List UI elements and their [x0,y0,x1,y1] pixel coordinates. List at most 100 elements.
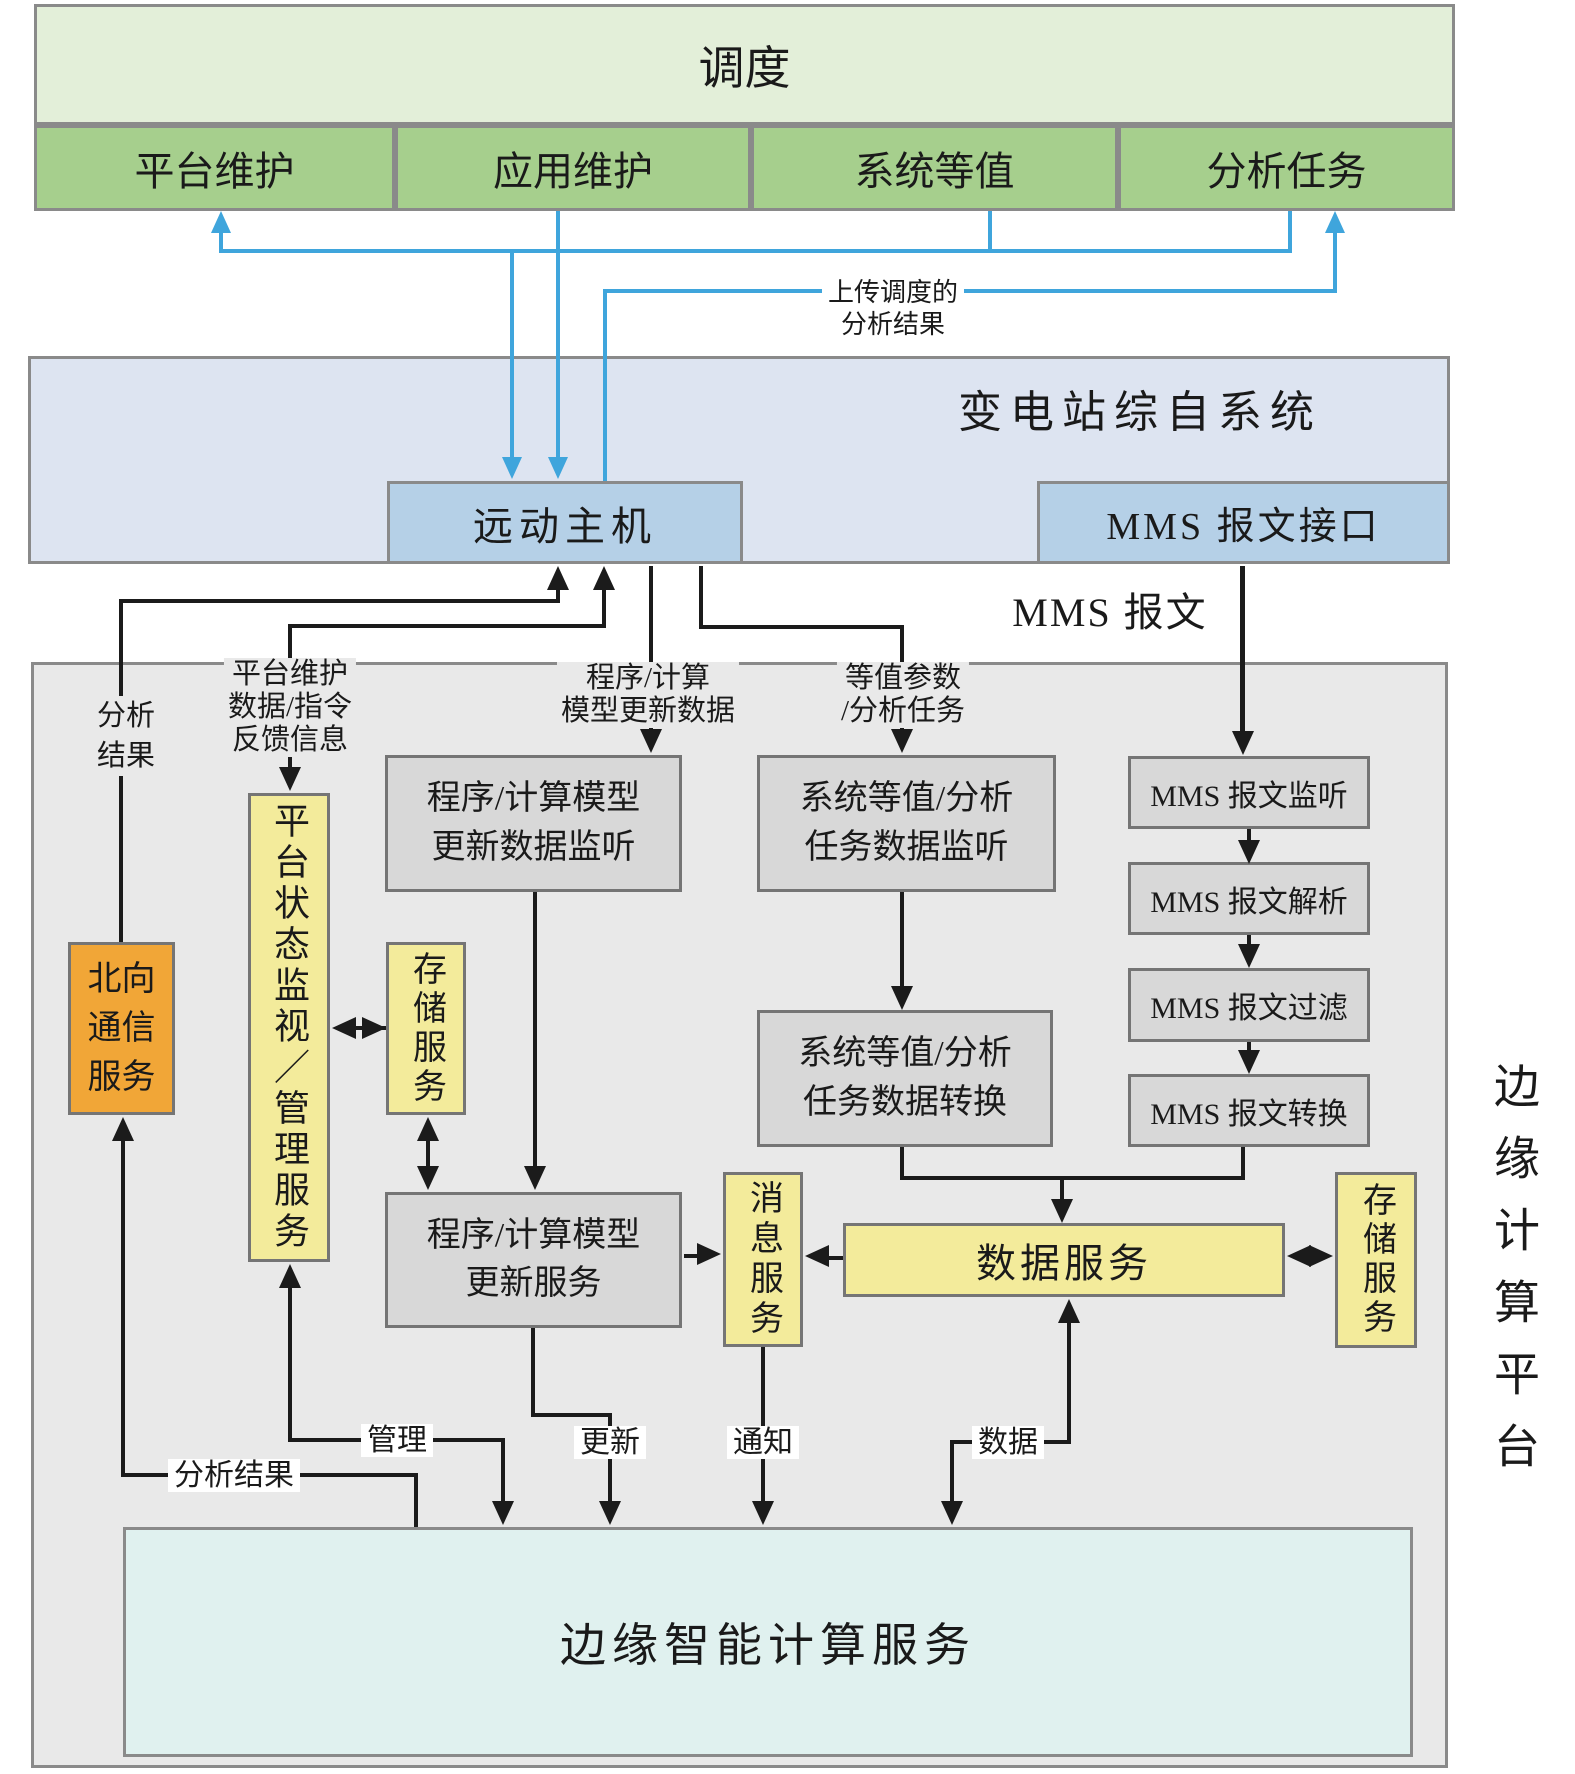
module-storage-service-right: 存储服务 [1335,1172,1417,1348]
connector-equiv-param [699,625,904,629]
arrowhead-into-data-service-top [1051,1199,1073,1223]
label-line: 分析 [96,700,156,732]
module-equiv-task-listener: 系统等值/分析 任务数据监听 [757,755,1056,892]
module-program-update-service: 程序/计算模型 更新服务 [385,1192,682,1328]
label-line: 平台维护 [231,658,348,690]
label-data: 数据 [972,1426,1044,1459]
connector-analysis-up [119,599,560,603]
connector-data-message [825,1256,845,1260]
arrowhead-into-edge-compute [599,1501,621,1525]
arrowhead-into-remote-host [548,457,568,479]
connector-analysis-result [121,1139,125,1477]
connector-storage-program [426,1139,430,1168]
connector-merge [1241,1146,1245,1180]
dispatch-cell-platform-maintenance: 平台维护 [34,125,395,211]
dispatch-cell-analysis-task: 分析任务 [1118,125,1455,211]
connector-blue-upload [603,289,607,483]
dispatch-box: 调度 [34,4,1455,125]
module-label: 边缘智能计算服务 [560,1620,976,1671]
connector-platform-fb [288,624,606,628]
arrowhead-into-data-service-right [1287,1245,1311,1267]
mms-interface-label: MMS 报文接口 [1106,506,1381,548]
label-mms-message: MMS 报文 [1012,593,1207,633]
connector-mms-message [1240,566,1245,732]
module-label: 消息服务 [744,1179,782,1340]
dispatch-cell-app-maintenance: 应用维护 [395,125,751,211]
arrowhead-into-mms-filter [1238,944,1260,968]
arrowhead-into-platform-monitor [279,767,301,791]
label-update: 更新 [574,1426,646,1459]
arrowhead-into-north-comm-bottom [112,1117,134,1141]
connector-mms-chain [1247,829,1251,841]
label-line: 数据/指令 [227,691,353,723]
arrowhead-into-platform-monitor-right [332,1017,356,1039]
module-label: 系统等值/分析 [799,780,1014,818]
arrowhead-into-program-update-service [524,1166,546,1190]
connector-blue [510,249,514,457]
label-line: 模型更新数据 [560,695,736,727]
connector-platform-fb [602,590,606,628]
module-mms-listener: MMS 报文监听 [1128,756,1370,829]
label-upload-dispatch: 上传调度的 分析结果 [821,277,965,341]
connector-merge [900,1176,1245,1180]
arrowhead-into-program-update-service-top [417,1166,439,1190]
connector-blue-upload [1333,233,1337,293]
connector-mms-chain [1247,935,1251,945]
module-label: 程序/计算模型 [426,780,641,818]
module-label: MMS 报文过滤 [1150,992,1348,1025]
arrowhead-into-platform-monitor-bottom [279,1264,301,1288]
label-analysis-result-top: 分析 结果 [92,696,160,776]
module-program-update-listener: 程序/计算模型 更新数据监听 [385,755,682,892]
connector-blue [988,211,992,253]
arrowhead-into-remote-host [502,457,522,479]
dispatch-title: 调度 [698,42,791,94]
mms-interface-box: MMS 报文接口 [1037,481,1450,564]
arrowhead-into-message-service-right [805,1245,829,1267]
module-label: 更新服务 [465,1265,602,1302]
module-label: 存储服务 [407,950,445,1107]
label-line: 结果 [96,740,156,772]
arrowhead-into-platform-maintenance [211,211,231,233]
arrowhead-into-storage-left-bottom [417,1117,439,1141]
connector-analysis-result [414,1473,418,1529]
connector-analysis-up [556,590,560,603]
module-label: MMS 报文转换 [1150,1097,1348,1131]
arrowhead-into-mms-listener [1232,731,1254,755]
module-mms-parser: MMS 报文解析 [1128,862,1370,935]
connector-mms-chain [1247,1042,1251,1051]
connector-program-data [649,566,653,729]
connector-blue [556,211,560,457]
dispatch-cell-system-equivalent: 系统等值 [751,125,1118,211]
module-message-service: 消息服务 [723,1172,803,1347]
arrowhead-into-remote-host-bottom [593,566,615,590]
arrowhead-into-equiv-converter [891,986,913,1010]
cell-label: 平台维护 [134,149,295,194]
connector-update [531,1328,535,1417]
label-line: 上传调度的 [827,278,959,307]
connector-blue-upload [603,289,1337,293]
arrowhead-into-message-service [697,1243,721,1265]
module-north-comm-service: 北向通信服务 [68,942,175,1115]
module-label: 存储服务 [1357,1182,1395,1338]
module-label: 系统等值/分析 [798,1035,1012,1073]
label-notify: 通知 [727,1426,799,1459]
connector-program-message [684,1254,699,1258]
arrowhead-into-storage-left [362,1017,386,1039]
label-platform-feedback: 平台维护 数据/指令 反馈信息 [223,658,357,757]
connector-merge [1060,1176,1064,1201]
connector-data-exchange [950,1440,954,1503]
connector-program-update [533,892,537,1168]
label-line: 程序/计算 [585,662,711,694]
arrowhead-into-data-service-bottom [1058,1299,1080,1323]
cell-label: 分析任务 [1206,149,1367,194]
module-label: 数据服务 [976,1241,1152,1286]
label-line: /分析任务 [840,695,966,727]
connector-notify [761,1347,765,1503]
arrowhead-into-mms-parser [1238,840,1260,864]
arrowhead-into-analysis-task [1325,211,1345,233]
connector-data-exchange [1067,1321,1071,1444]
connector-blue [219,233,223,253]
label-analysis-result-bottom: 分析结果 [168,1459,300,1492]
arrowhead-into-program-listener [640,729,662,753]
